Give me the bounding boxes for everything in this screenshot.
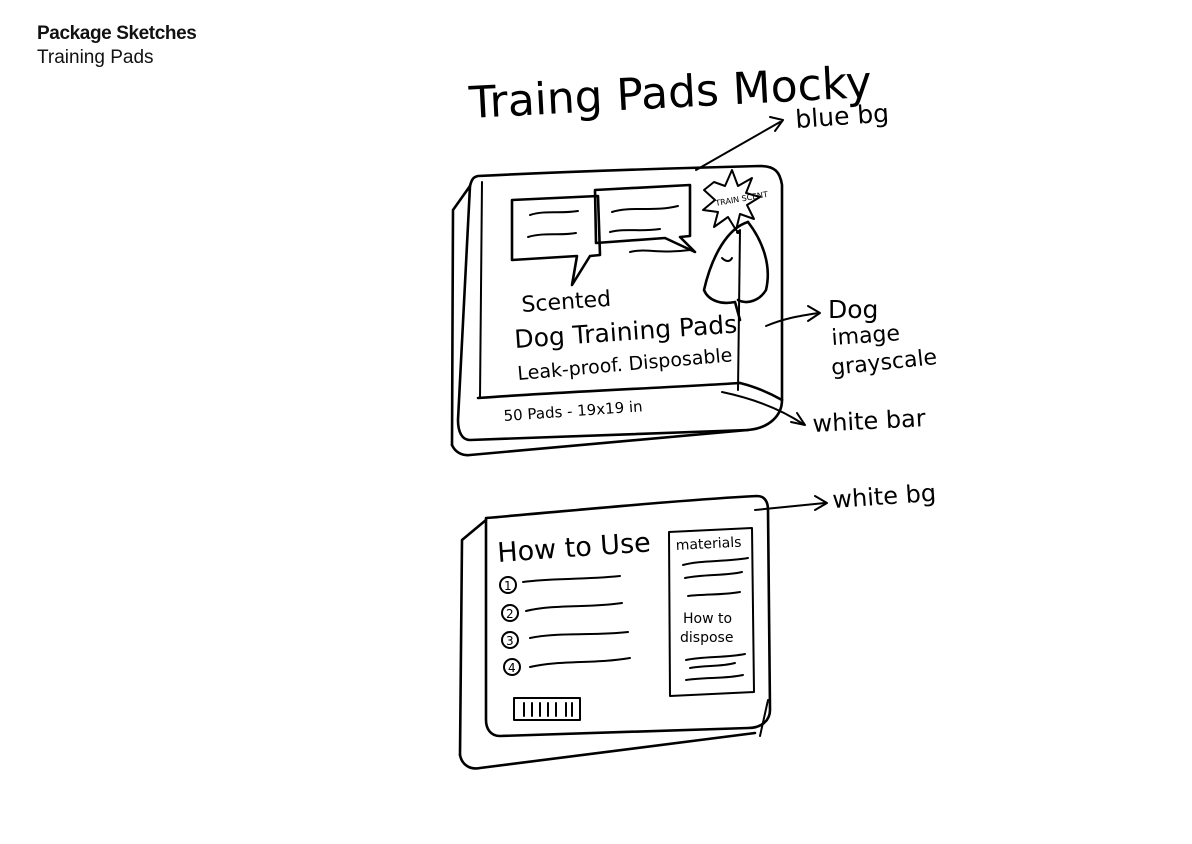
step-number: 2 — [506, 607, 514, 621]
annotation-white-bg: white bg — [831, 479, 936, 514]
back-package-sketch: How to Use 1 2 3 4 materials How to — [458, 494, 772, 770]
step-number: 3 — [506, 634, 514, 648]
front-line-scented: Scented — [521, 287, 612, 318]
step-number: 1 — [504, 579, 512, 593]
burst-label: TRAIN SCENT — [714, 190, 769, 208]
front-package-sketch: TRAIN SCENT Scented Dog Training Pads Le… — [450, 164, 784, 457]
side-heading-materials: materials — [675, 535, 741, 554]
front-bottom-bar-text: 50 Pads - 19x19 in — [503, 397, 643, 425]
page-title: Package Sketches — [37, 23, 197, 44]
annotation-dog-1: Dog — [828, 295, 878, 324]
step-number: 4 — [508, 661, 516, 675]
annotation-dog-3: grayscale — [830, 345, 938, 381]
back-title: How to Use — [496, 527, 651, 569]
annotation-arrows-front — [695, 116, 828, 511]
side-dispose-line2: dispose — [680, 630, 733, 646]
page-subtitle: Training Pads — [37, 47, 154, 68]
annotation-dog-2: image — [831, 321, 901, 351]
barcode-sketch — [513, 697, 581, 721]
side-dispose-line1: How to — [683, 611, 732, 627]
document-header: Package Sketches Training Pads — [37, 22, 197, 70]
annotation-blue-bg: blue bg — [794, 99, 890, 134]
annotation-white-bar: white bar — [812, 404, 927, 438]
step-list: 1 2 3 4 — [499, 575, 631, 676]
